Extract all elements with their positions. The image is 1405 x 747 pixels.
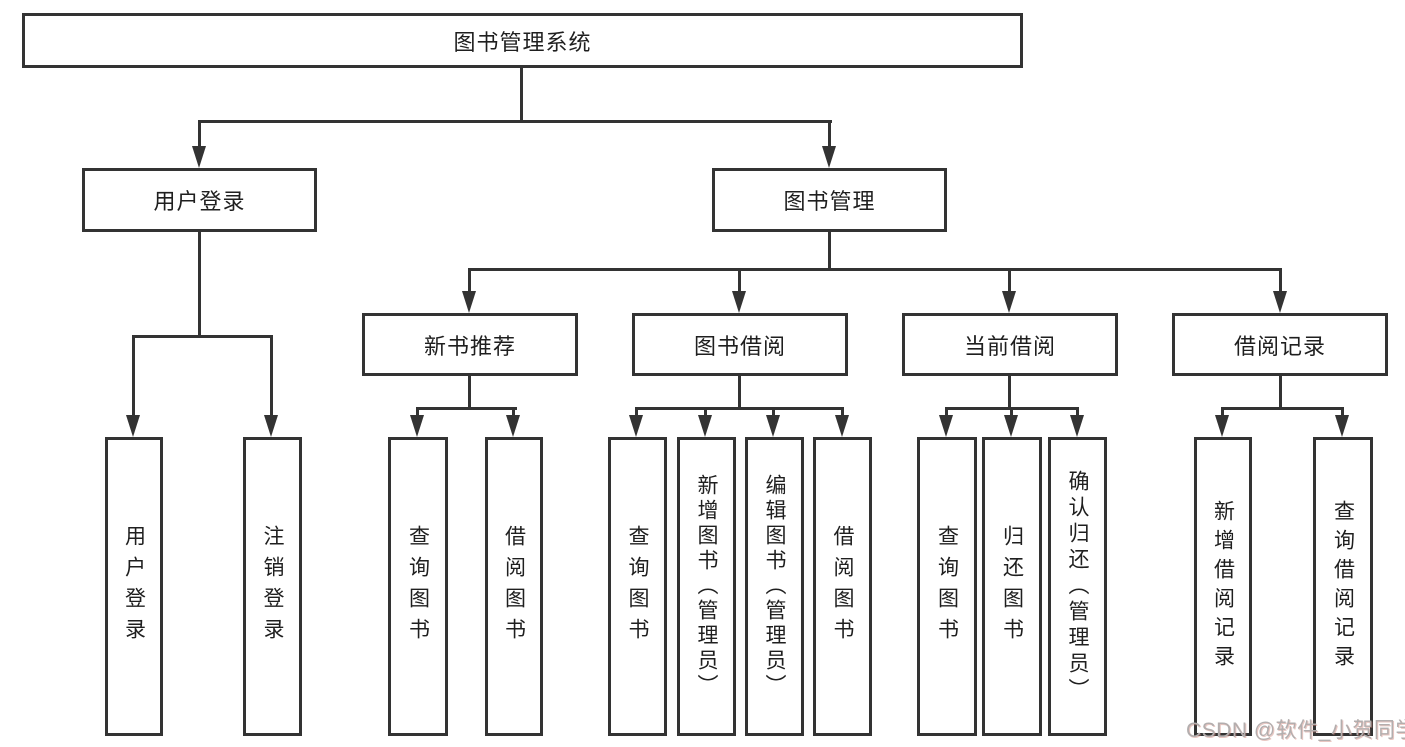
connector-line [738,268,741,293]
csdn-watermark: CSDN @软件_小贺同学 [1186,719,1405,742]
connector-line [1010,407,1013,417]
arrow-down-icon [822,146,836,168]
connector-line [841,407,844,417]
node-label: 借阅图书 [831,524,854,649]
arrow-down-icon [698,415,712,437]
leaf-add-books-admin: 新增图书（管理员） [677,437,736,736]
connector-line [132,335,273,338]
connector-line [1076,407,1079,417]
connector-line [1279,268,1282,293]
arrow-down-icon [1215,415,1229,437]
node-label: 确认归还（管理员） [1066,469,1089,704]
node-label: 借阅图书 [502,524,526,649]
connector-line [132,335,135,416]
node-label: 归还图书 [1000,524,1024,649]
arrow-down-icon [1004,415,1018,437]
connector-line [416,407,419,417]
connector-line [512,407,515,417]
leaf-confirm-return-admin: 确认归还（管理员） [1048,437,1107,736]
connector-line [1341,407,1344,417]
leaf-query-borrow-record: 查询借阅记录 [1313,437,1373,736]
connector-line [1008,268,1011,293]
node-label: 查询借阅记录 [1331,499,1355,674]
connector-line [772,407,775,417]
node-label: 新增借阅记录 [1211,499,1235,674]
leaf-add-borrow-record: 新增借阅记录 [1194,437,1252,736]
connector-line [704,407,707,417]
connector-line [520,68,523,121]
node-label: 借阅记录 [1233,333,1326,359]
connector-line [198,232,201,335]
arrow-down-icon [732,291,746,313]
node-user-login: 用户登录 [82,168,317,232]
connector-line [828,120,831,148]
leaf-query-books-current: 查询图书 [917,437,977,736]
connector-line [828,232,831,269]
leaf-borrow-books-recommend: 借阅图书 [485,437,543,736]
arrow-down-icon [766,415,780,437]
arrow-down-icon [835,415,849,437]
node-label: 当前借阅 [963,333,1056,359]
connector-line [1008,376,1011,408]
node-label: 注销登录 [261,524,284,649]
arrow-down-icon [1335,415,1349,437]
node-new-book-recommend: 新书推荐 [362,313,578,376]
connector-line [738,376,741,408]
connector-line [945,407,948,417]
node-label: 图书管理系统 [453,29,592,55]
node-book-borrowing: 图书借阅 [632,313,848,376]
connector-line [1279,376,1282,408]
node-book-management: 图书管理 [712,168,947,232]
connector-line [1221,407,1224,417]
arrow-down-icon [264,415,278,437]
connector-line [468,268,1282,271]
leaf-user-login: 用户登录 [105,437,163,736]
connector-line [635,407,638,417]
arrow-down-icon [506,415,520,437]
node-label: 查询图书 [406,524,430,649]
arrow-down-icon [1002,291,1016,313]
connector-line [198,120,832,123]
node-label: 查询图书 [626,524,649,649]
node-label: 用户登录 [122,524,146,649]
leaf-edit-books-admin: 编辑图书（管理员） [745,437,804,736]
connector-line [468,376,471,408]
connector-line [635,407,844,410]
arrow-down-icon [410,415,424,437]
arrow-down-icon [629,415,643,437]
node-current-borrowing: 当前借阅 [902,313,1118,376]
leaf-query-books-borrowing: 查询图书 [608,437,667,736]
arrow-down-icon [1070,415,1084,437]
connector-line [468,268,471,293]
arrow-down-icon [126,415,140,437]
arrow-down-icon [939,415,953,437]
connector-line [198,120,201,148]
node-label: 新书推荐 [423,333,516,359]
arrow-down-icon [462,291,476,313]
node-library-management-system: 图书管理系统 [22,13,1023,68]
node-label: 新增图书（管理员） [695,474,718,699]
arrow-down-icon [192,146,206,168]
node-label: 编辑图书（管理员） [763,474,786,699]
leaf-query-books-recommend: 查询图书 [388,437,448,736]
node-label: 查询图书 [935,524,959,649]
connector-line [1221,407,1343,410]
leaf-return-books: 归还图书 [982,437,1042,736]
node-label: 图书管理 [783,189,876,214]
arrow-down-icon [1273,291,1287,313]
leaf-logout: 注销登录 [243,437,302,736]
leaf-borrow-books: 借阅图书 [813,437,872,736]
node-borrowing-records: 借阅记录 [1172,313,1388,376]
connector-line [270,335,273,416]
node-label: 用户登录 [153,189,246,214]
node-label: 图书借阅 [693,333,786,359]
connector-line [416,407,517,410]
